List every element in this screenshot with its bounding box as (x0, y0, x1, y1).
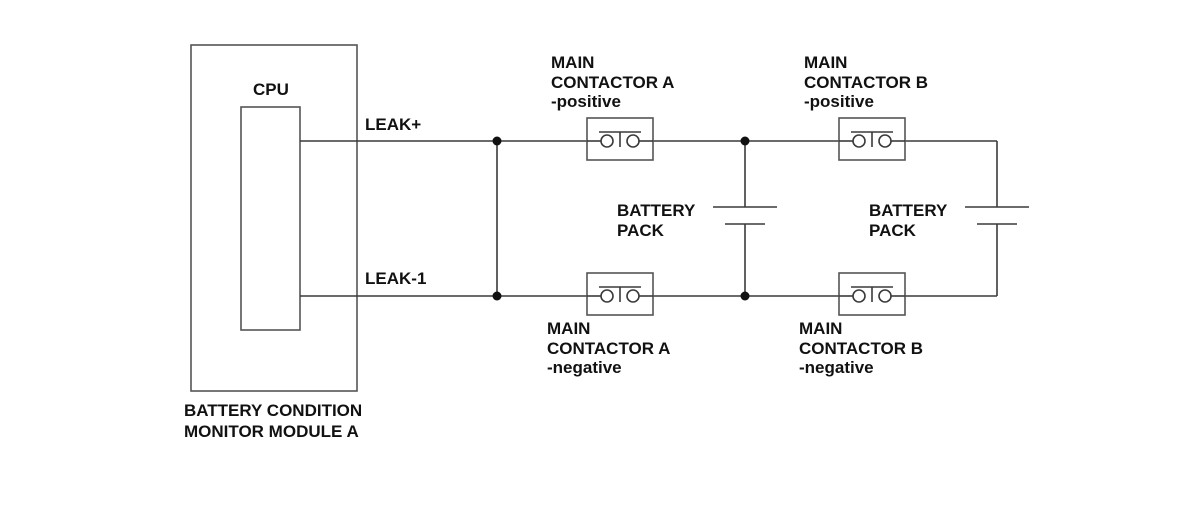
contactor-a-negative-label: MAIN CONTACTOR A -negative (547, 319, 670, 377)
module-name-line2: MONITOR MODULE A (184, 422, 359, 441)
svg-text:-negative: -negative (547, 358, 622, 377)
svg-text:MAIN: MAIN (804, 53, 847, 72)
svg-text:CONTACTOR B: CONTACTOR B (799, 339, 923, 358)
contactor-b-negative-symbol (838, 272, 906, 316)
contactor-b-positive-label: MAIN CONTACTOR B -positive (804, 53, 928, 111)
svg-text:MAIN: MAIN (551, 53, 594, 72)
svg-text:-positive: -positive (804, 92, 874, 111)
battery-pack-2-symbol (965, 141, 1029, 296)
cpu-block (240, 106, 301, 331)
contactor-a-positive-symbol (586, 117, 654, 161)
leak-positive-label: LEAK+ (365, 115, 421, 134)
svg-text:CONTACTOR A: CONTACTOR A (547, 339, 670, 358)
junction-dot (740, 136, 750, 146)
contactor-a-negative-symbol (586, 272, 654, 316)
svg-text:MAIN: MAIN (547, 319, 590, 338)
svg-text:-negative: -negative (799, 358, 874, 377)
contactor-a-positive-label: MAIN CONTACTOR A -positive (551, 53, 674, 111)
svg-text:PACK: PACK (869, 221, 917, 240)
contactor-b-negative-label: MAIN CONTACTOR B -negative (799, 319, 923, 377)
svg-text:CONTACTOR B: CONTACTOR B (804, 73, 928, 92)
svg-text:MAIN: MAIN (799, 319, 842, 338)
svg-text:CONTACTOR A: CONTACTOR A (551, 73, 674, 92)
svg-text:BATTERY: BATTERY (617, 201, 696, 220)
battery-pack-2-label: BATTERY PACK (869, 201, 948, 240)
svg-text:-positive: -positive (551, 92, 621, 111)
svg-text:BATTERY: BATTERY (869, 201, 948, 220)
battery-pack-1-symbol (713, 141, 777, 296)
svg-text:PACK: PACK (617, 221, 665, 240)
cpu-label: CPU (253, 80, 289, 99)
module-name-line1: BATTERY CONDITION (184, 401, 362, 420)
battery-pack-1-label: BATTERY PACK (617, 201, 696, 240)
junction-dot (740, 291, 750, 301)
junction-dot (492, 136, 502, 146)
leak-negative-label: LEAK-1 (365, 269, 426, 288)
contactor-b-positive-symbol (838, 117, 906, 161)
junction-dot (492, 291, 502, 301)
